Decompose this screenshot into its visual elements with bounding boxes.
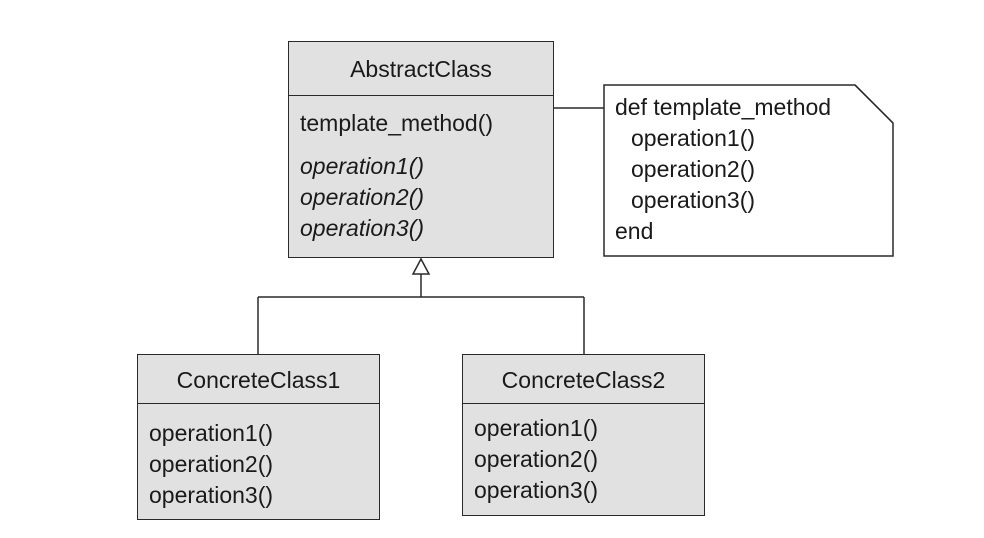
concrete-class-1-name: ConcreteClass1 — [138, 355, 379, 404]
concrete2-operation-3: operation3() — [474, 477, 599, 503]
abstract-operation-1: operation1() — [300, 153, 425, 179]
note-code: def template_method operation1() operati… — [615, 92, 831, 247]
abstract-class-methods: template_method() operation1() operation… — [289, 96, 553, 244]
note-fold-line — [854, 84, 894, 124]
concrete2-operation-2: operation2() — [474, 446, 599, 472]
abstract-class-name: AbstractClass — [289, 42, 553, 96]
concrete-class-1-methods: operation1() operation2() operation3() — [138, 404, 379, 511]
concrete-class-1-box: ConcreteClass1 operation1() operation2()… — [137, 354, 380, 520]
note-line-operation2: operation2() — [631, 156, 756, 182]
note-line-end: end — [615, 218, 654, 244]
concrete2-operation-1: operation1() — [474, 415, 599, 441]
generalization-arrowhead-icon — [411, 257, 431, 275]
note-outline — [603, 84, 894, 257]
abstract-operation-3: operation3() — [300, 215, 425, 241]
concrete1-operation-3: operation3() — [149, 482, 274, 508]
template-method-label: template_method() — [300, 110, 494, 136]
concrete1-operation-1: operation1() — [149, 420, 274, 446]
method-gap — [300, 139, 553, 151]
concrete-class-2-methods: operation1() operation2() operation3() — [463, 404, 704, 506]
note-line-operation1: operation1() — [631, 125, 756, 151]
concrete-class-2-name: ConcreteClass2 — [463, 355, 704, 404]
abstract-class-box: AbstractClass template_method() operatio… — [288, 41, 554, 258]
note-line-operation3: operation3() — [631, 187, 756, 213]
concrete1-operation-2: operation2() — [149, 451, 274, 477]
note-line-def: def template_method — [615, 94, 832, 120]
abstract-operation-2: operation2() — [300, 184, 425, 210]
concrete-class-2-box: ConcreteClass2 operation1() operation2()… — [462, 354, 705, 516]
